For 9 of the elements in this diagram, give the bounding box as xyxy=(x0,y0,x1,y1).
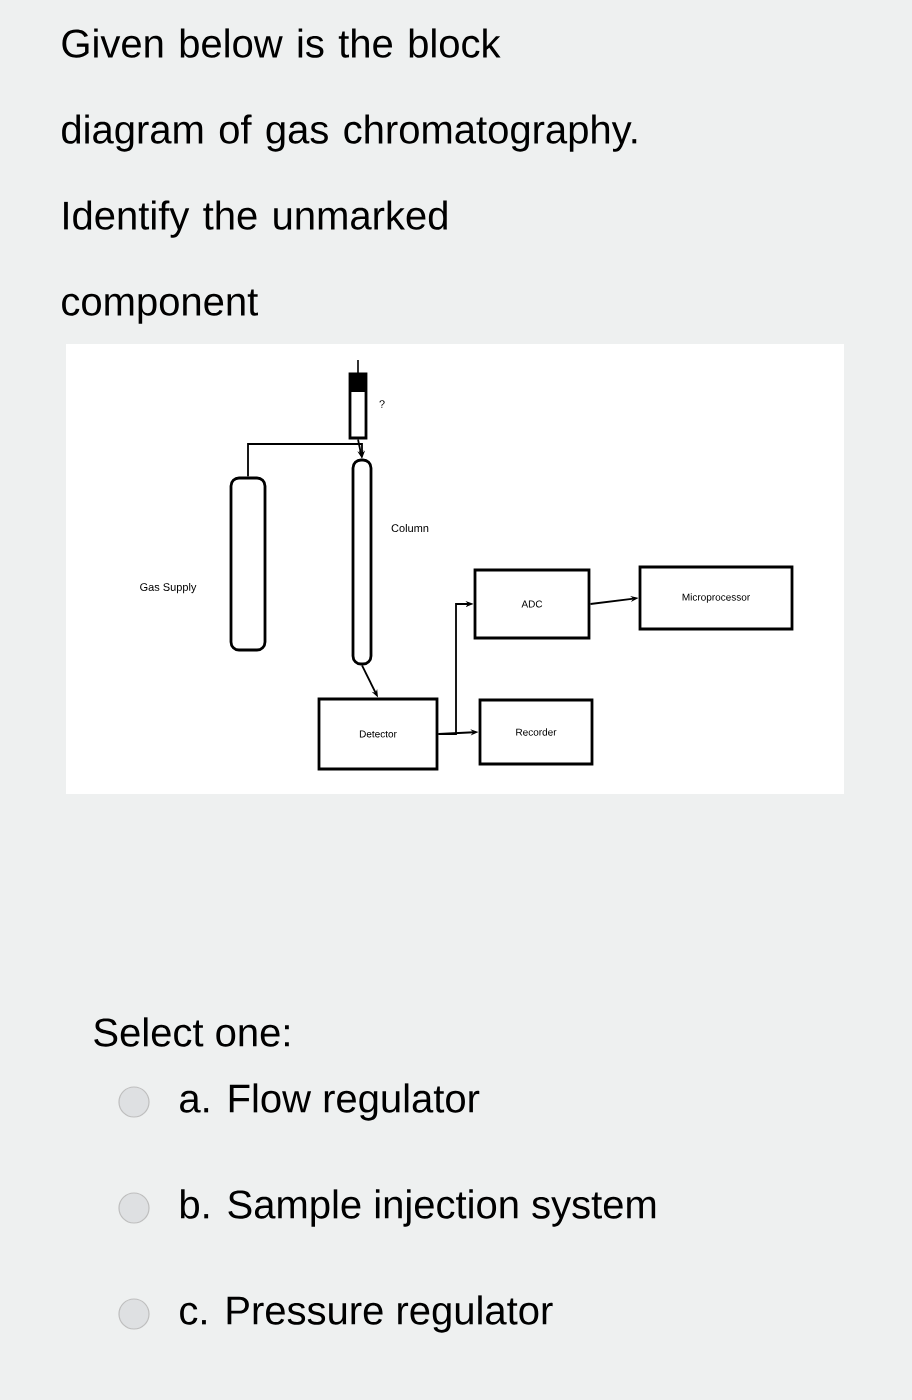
option-text: c. Pressure regulator xyxy=(180,1295,553,1333)
cylinder-tube xyxy=(351,458,373,666)
question-title: Given below is the block diagram of gas chromatography. Identify the unmarked component xyxy=(62,28,637,324)
arrow xyxy=(247,443,366,478)
cylinder-tube xyxy=(229,476,267,652)
option-text: b. Sample injection system xyxy=(180,1189,656,1227)
option-text: a. Flow regulator xyxy=(180,1083,480,1121)
injector-box xyxy=(348,372,368,440)
prompt-text: Select one: xyxy=(94,1017,289,1047)
